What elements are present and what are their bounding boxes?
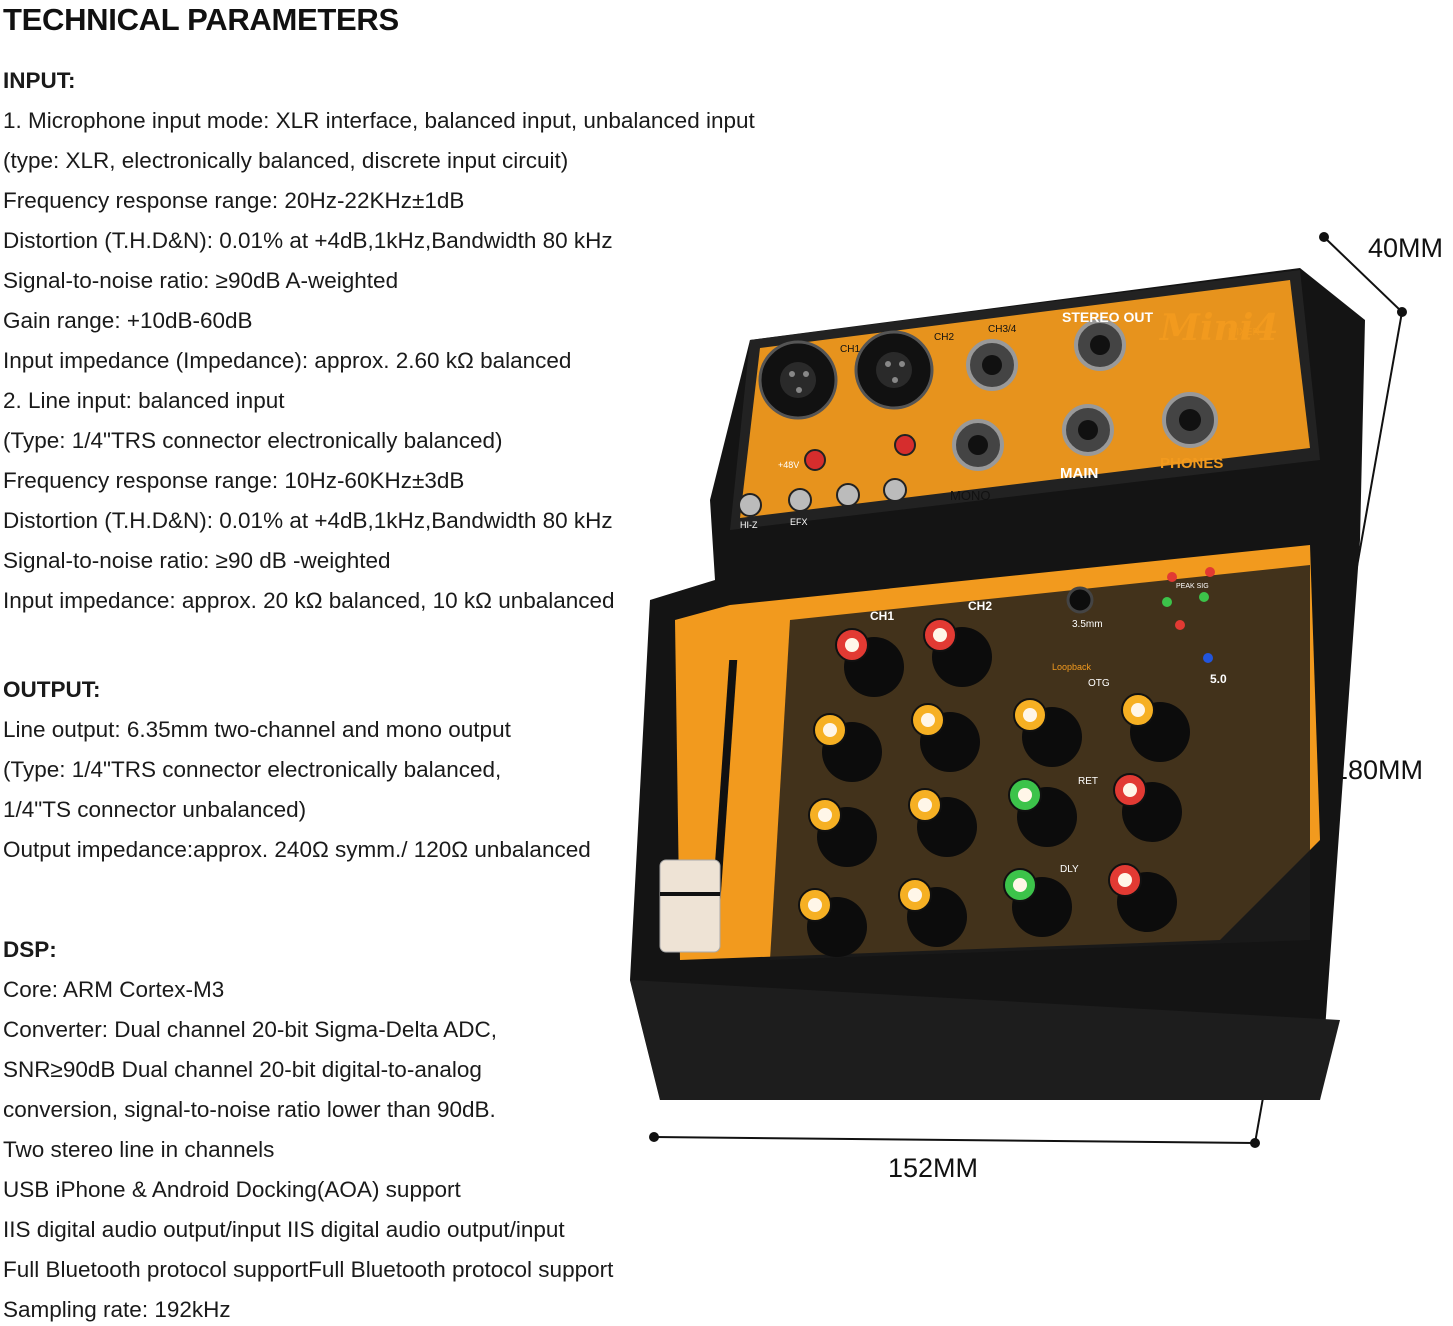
jack-ch34-r[interactable] xyxy=(952,419,1004,471)
sig-led-l xyxy=(1162,597,1172,607)
label-mono: MONO xyxy=(950,488,990,503)
spec-line: (type: XLR, electronically balanced, dis… xyxy=(3,148,569,173)
ch2-eq-high-knob[interactable] xyxy=(911,703,980,772)
section-heading: OUTPUT: xyxy=(3,677,101,702)
spec-line: Input impedance (Impedance): approx. 2.6… xyxy=(3,348,572,373)
phantom-button-ch2[interactable] xyxy=(894,434,916,456)
spec-line: conversion, signal-to-noise ratio lower … xyxy=(3,1097,496,1122)
ch2-vol-knob[interactable] xyxy=(908,788,977,857)
label-phantom: +48V xyxy=(778,460,799,470)
xlr-ch1[interactable] xyxy=(758,340,838,420)
spec-line: (Type: 1/4"TRS connector electronically … xyxy=(3,428,503,453)
main-fader[interactable] xyxy=(659,660,738,953)
dly-knob[interactable] xyxy=(1003,868,1072,937)
page-title: TECHNICAL PARAMETERS xyxy=(3,2,399,37)
label-dly: DLY xyxy=(1060,864,1079,875)
spec-line: Converter: Dual channel 20-bit Sigma-Del… xyxy=(3,1017,497,1042)
peak-led-l xyxy=(1167,572,1177,582)
spec-line: 1/4"TS connector unbalanced) xyxy=(3,797,307,822)
spec-line: Full Bluetooth protocol supportFull Blue… xyxy=(3,1257,614,1282)
label-hiz: HI-Z xyxy=(740,520,758,530)
ch1-eq-low-knob[interactable] xyxy=(808,798,877,867)
spec-line: Input impedance: approx. 20 kΩ balanced,… xyxy=(3,588,615,613)
spec-line: USB iPhone & Android Docking(AOA) suppor… xyxy=(3,1177,461,1202)
ch1-eq-high-knob[interactable] xyxy=(813,713,882,782)
section-heading: DSP: xyxy=(3,937,57,962)
spec-line: Line output: 6.35mm two-channel and mono… xyxy=(3,717,511,742)
brand-logo-sub: MIXER xyxy=(1228,327,1260,338)
mixer-device-illustration: CH1 CH2 CH3/4 STEREO OUT MAIN PHONES MON… xyxy=(630,268,1365,1100)
label-main: MAIN xyxy=(1060,465,1098,482)
jack-stereo-out-l[interactable] xyxy=(1074,319,1126,371)
label-3-5mm: 3.5mm xyxy=(1072,619,1103,630)
label-ch1-vol: CH1 xyxy=(870,609,894,623)
sig-led-r xyxy=(1199,592,1209,602)
label-stereo-out: STEREO OUT xyxy=(1062,309,1153,325)
label-otg: OTG xyxy=(1088,678,1110,689)
otg-knob[interactable] xyxy=(1013,698,1082,767)
label-loopback: Loopback xyxy=(1052,662,1092,672)
spec-line: IIS digital audio output/input IIS digit… xyxy=(3,1217,565,1242)
bt-led xyxy=(1203,653,1213,663)
clip-led xyxy=(1175,620,1185,630)
peak-led-r xyxy=(1205,567,1215,577)
phones-level-knob[interactable] xyxy=(1121,693,1190,762)
phantom-button-ch1[interactable] xyxy=(804,449,826,471)
label-phones: PHONES xyxy=(1160,455,1223,472)
label-bt: 5.0 xyxy=(1210,672,1227,686)
spec-line: Two stereo line in channels xyxy=(3,1137,275,1162)
ch3-vol-knob[interactable] xyxy=(898,878,967,947)
dimension-width-label: 152MM xyxy=(888,1153,979,1183)
spec-line: Core: ARM Cortex-M3 xyxy=(3,977,225,1002)
label-ch2: CH2 xyxy=(934,332,954,343)
ch2-gain-knob[interactable] xyxy=(923,618,992,687)
label-peak-sig: PEAK SIG xyxy=(1176,583,1209,590)
spec-line: Distortion (T.H.D&N): 0.01% at +4dB,1kHz… xyxy=(3,508,613,533)
xlr-ch2[interactable] xyxy=(854,330,934,410)
label-ch1: CH1 xyxy=(840,344,860,355)
hiz-button[interactable] xyxy=(738,493,762,517)
phones-knob[interactable] xyxy=(1113,773,1182,842)
ch1-gain-knob[interactable] xyxy=(835,628,904,697)
spec-line: Gain range: +10dB-60dB xyxy=(3,308,253,333)
spec-line: Output impedance:approx. 240Ω symm./ 120… xyxy=(3,837,591,862)
efx-button-ch1[interactable] xyxy=(788,488,812,512)
section-heading: INPUT: xyxy=(3,68,76,93)
spec-line: Frequency response range: 10Hz-60KHz±3dB xyxy=(3,468,465,493)
brand-logo: Mini4 xyxy=(1158,307,1278,349)
spec-line: SNR≥90dB Dual channel 20-bit digital-to-… xyxy=(3,1057,482,1082)
jack-ch34-l[interactable] xyxy=(966,339,1018,391)
ret-knob[interactable] xyxy=(1008,778,1077,847)
spec-line: Signal-to-noise ratio: ≥90 dB -weighted xyxy=(3,548,391,573)
spec-line: Distortion (T.H.D&N): 0.01% at +4dB,1kHz… xyxy=(3,228,613,253)
jack-3-5mm[interactable] xyxy=(1066,586,1094,614)
spec-line: Frequency response range: 20Hz-22KHz±1dB xyxy=(3,188,465,213)
efx-button-ch2[interactable] xyxy=(883,478,907,502)
hiz-button-ch2[interactable] xyxy=(836,483,860,507)
spec-line: Sampling rate: 192kHz xyxy=(3,1297,231,1322)
label-ret: RET xyxy=(1078,776,1098,787)
spec-line: Signal-to-noise ratio: ≥90dB A-weighted xyxy=(3,268,399,293)
main-knob[interactable] xyxy=(1108,863,1177,932)
spec-line: (Type: 1/4"TRS connector electronically … xyxy=(3,757,502,782)
spec-line: 2. Line input: balanced input xyxy=(3,388,285,413)
knob-array xyxy=(798,618,1190,957)
label-efx: EFX xyxy=(790,517,808,527)
jack-stereo-out-r[interactable] xyxy=(1062,404,1114,456)
label-ch2-vol: CH2 xyxy=(968,599,992,613)
label-ch34: CH3/4 xyxy=(988,324,1017,335)
jack-phones[interactable] xyxy=(1162,392,1218,448)
spec-line: 1. Microphone input mode: XLR interface,… xyxy=(3,108,755,133)
ch1-vol-knob[interactable] xyxy=(798,888,867,957)
